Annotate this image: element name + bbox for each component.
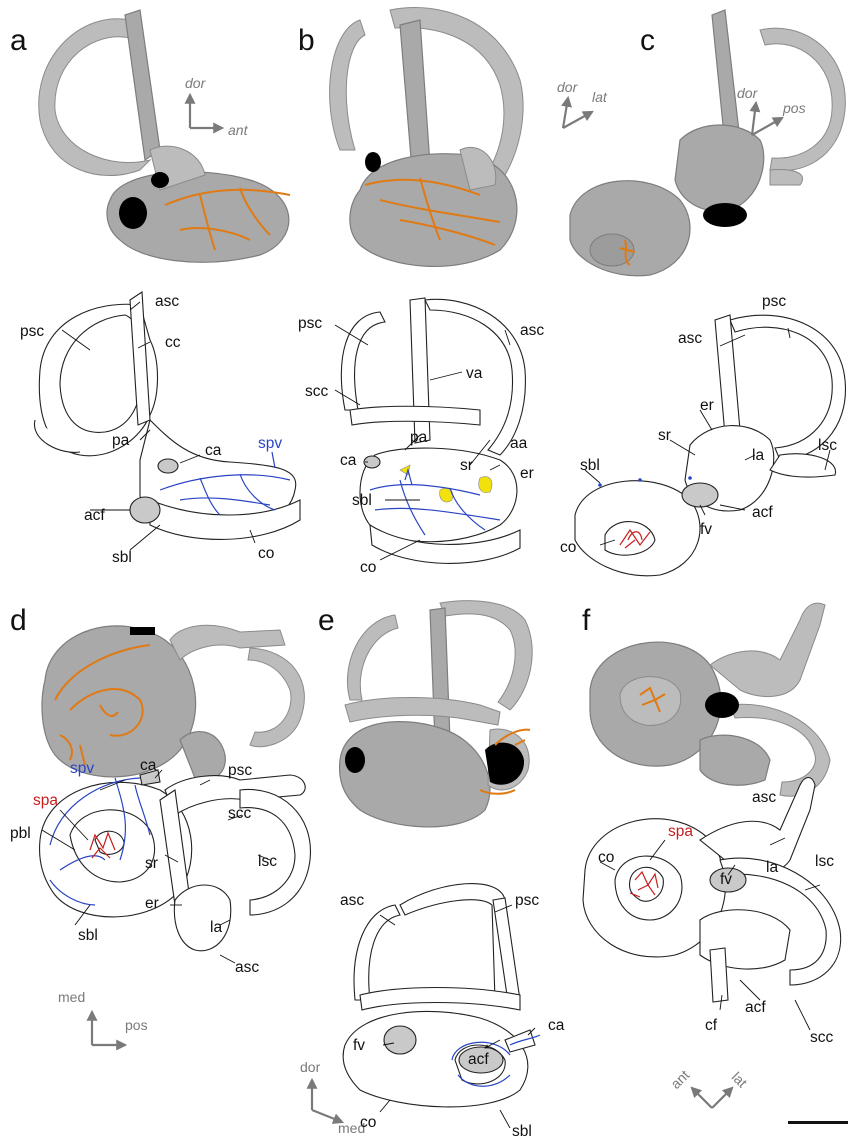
panel-a: a dor ant — [10, 10, 300, 566]
label-ca-b: ca — [340, 452, 357, 469]
label-asc-f: asc — [752, 789, 776, 806]
axis-dor-e: dor — [300, 1059, 321, 1075]
label-lsc-f: lsc — [815, 853, 834, 870]
label-er-c: er — [700, 397, 714, 414]
label-acf-e: acf — [468, 1051, 489, 1068]
label-pa: pa — [112, 432, 130, 449]
label-sr-d: sr — [145, 855, 158, 872]
label-fv-e: fv — [353, 1037, 365, 1054]
label-pbl-d: pbl — [10, 825, 31, 842]
axis-ant-a: ant — [228, 122, 249, 138]
axis-med-d: med — [58, 989, 85, 1005]
render-d — [42, 625, 304, 780]
label-spa-f: spa — [668, 823, 693, 840]
label-la-d: la — [210, 919, 222, 936]
label-va: va — [466, 365, 483, 382]
label-psc-c: psc — [762, 293, 786, 310]
schematic-a — [34, 292, 300, 550]
scale-bar — [788, 1121, 848, 1124]
render-f — [590, 603, 830, 796]
panel-letter-f: f — [582, 604, 591, 637]
label-er-b: er — [520, 465, 534, 482]
label-spv: spv — [258, 435, 282, 452]
label-scc-b: scc — [305, 383, 329, 400]
label-cc: cc — [165, 334, 181, 351]
label-sbl: sbl — [112, 549, 132, 566]
label-cf-f: cf — [705, 1017, 718, 1034]
panel-letter-e: e — [318, 604, 335, 637]
render-a — [39, 10, 290, 262]
axis-lat-f: lat — [729, 1069, 751, 1091]
panel-letter-d: d — [10, 604, 27, 637]
render-e — [340, 601, 533, 827]
schematic-f — [583, 778, 841, 1031]
render-b — [330, 8, 524, 267]
label-ca-e: ca — [548, 1017, 565, 1034]
axis-ant-f: ant — [667, 1067, 692, 1092]
label-psc-d: psc — [228, 762, 252, 779]
axis-arrows-a: dor ant — [185, 75, 249, 138]
axis-arrows-c: dor pos — [737, 85, 806, 135]
label-asc-b: asc — [520, 322, 544, 339]
panel-d: d med pos — [10, 604, 310, 1045]
label-lsc-c: lsc — [818, 437, 837, 454]
label-spa-d: spa — [33, 792, 58, 809]
label-spv-d: spv — [70, 760, 94, 777]
panel-letter-a: a — [10, 24, 27, 57]
panel-f: f ant lat — [582, 603, 848, 1124]
label-psc: psc — [20, 323, 44, 340]
schematic-b — [335, 298, 525, 563]
label-sr-c: sr — [658, 427, 671, 444]
label-scc-d: scc — [228, 805, 252, 822]
label-sbl-d: sbl — [78, 927, 98, 944]
label-acf-c: acf — [752, 504, 773, 521]
label-pa-b: pa — [410, 429, 428, 446]
label-la-f: la — [766, 859, 778, 876]
label-psc-b: psc — [298, 315, 322, 332]
axis-pos-c: pos — [782, 100, 806, 116]
label-acf: acf — [84, 507, 105, 524]
label-ca: ca — [205, 442, 222, 459]
label-sbl-e: sbl — [512, 1123, 532, 1138]
axis-pos-d: pos — [125, 1017, 148, 1033]
label-scc-f: scc — [810, 1029, 834, 1046]
axis-arrows-b: dor lat — [557, 79, 608, 128]
panel-letter-c: c — [640, 24, 655, 57]
label-co-c: co — [560, 539, 576, 556]
label-sbl-b: sbl — [352, 492, 372, 509]
panel-b: b dor lat — [298, 8, 608, 576]
render-c — [570, 10, 845, 276]
schematic-e — [343, 884, 540, 1128]
axis-lat-b: lat — [592, 89, 608, 105]
label-asc-d: asc — [235, 959, 259, 976]
label-asc-c: asc — [678, 330, 702, 347]
label-fv-c: fv — [700, 521, 712, 538]
axis-dor-c: dor — [737, 85, 759, 101]
label-acf-f: acf — [745, 999, 766, 1016]
label-co-f: co — [598, 849, 614, 866]
label-co: co — [258, 545, 274, 562]
label-er-d: er — [145, 895, 159, 912]
label-ca-d: ca — [140, 757, 157, 774]
label-sr-b: sr — [460, 457, 473, 474]
label-sbl-c: sbl — [580, 457, 600, 474]
label-fv-f: fv — [720, 871, 732, 888]
label-aa: aa — [510, 435, 528, 452]
label-co-e: co — [360, 1114, 376, 1131]
label-asc: asc — [155, 293, 179, 310]
label-lsc-d: lsc — [258, 853, 277, 870]
axis-arrows-d: med pos — [58, 989, 148, 1045]
panel-letter-b: b — [298, 24, 315, 57]
label-co-b: co — [360, 559, 376, 576]
label-psc-e: psc — [515, 892, 539, 909]
label-la-c: la — [752, 447, 764, 464]
axis-dor-b: dor — [557, 79, 579, 95]
axis-dor-a: dor — [185, 75, 207, 91]
label-asc-e: asc — [340, 892, 364, 909]
panel-e: e dor med — [300, 601, 565, 1138]
axis-arrows-f: ant lat — [667, 1067, 750, 1108]
